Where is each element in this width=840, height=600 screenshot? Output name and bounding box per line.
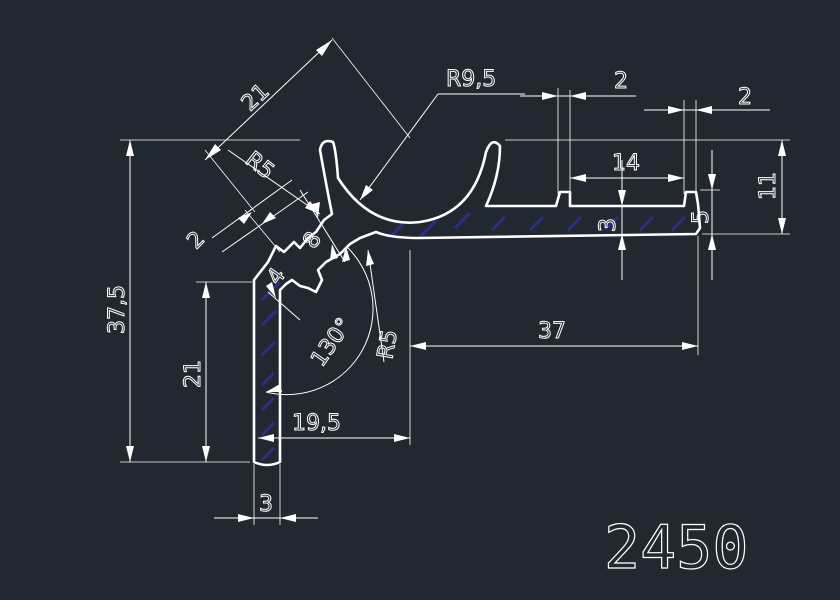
dim-r9-5: R9,5 [446, 67, 496, 92]
dim-14: 14 [612, 151, 640, 176]
dim-2-slot2: 2 [738, 85, 752, 110]
dim-3-bottom: 3 [259, 492, 273, 517]
drawing-number: 2450 [604, 513, 749, 583]
dim-3-slot: 3 [596, 218, 621, 232]
dim-r5-top: R5 [240, 147, 278, 185]
section-hatch [260, 211, 687, 462]
dim-2-diagonal: 2 [183, 227, 211, 255]
dim-5-slot: 5 [689, 210, 714, 224]
dimension-lines [120, 37, 790, 525]
dim-21-diagonal: 21 [237, 79, 275, 116]
dim-8: 8 [298, 228, 327, 254]
profile-outline [252, 139, 702, 467]
dim-37: 37 [538, 319, 566, 344]
dim-130-angle: 130° [306, 314, 357, 372]
dim-37-5: 37,5 [105, 285, 130, 334]
dim-21-vertical: 21 [181, 360, 206, 388]
dim-11: 11 [756, 172, 781, 200]
dim-r5-bottom: R5 [373, 328, 403, 361]
dim-19-5: 19,5 [292, 411, 341, 436]
dim-2-slot1: 2 [614, 69, 628, 94]
